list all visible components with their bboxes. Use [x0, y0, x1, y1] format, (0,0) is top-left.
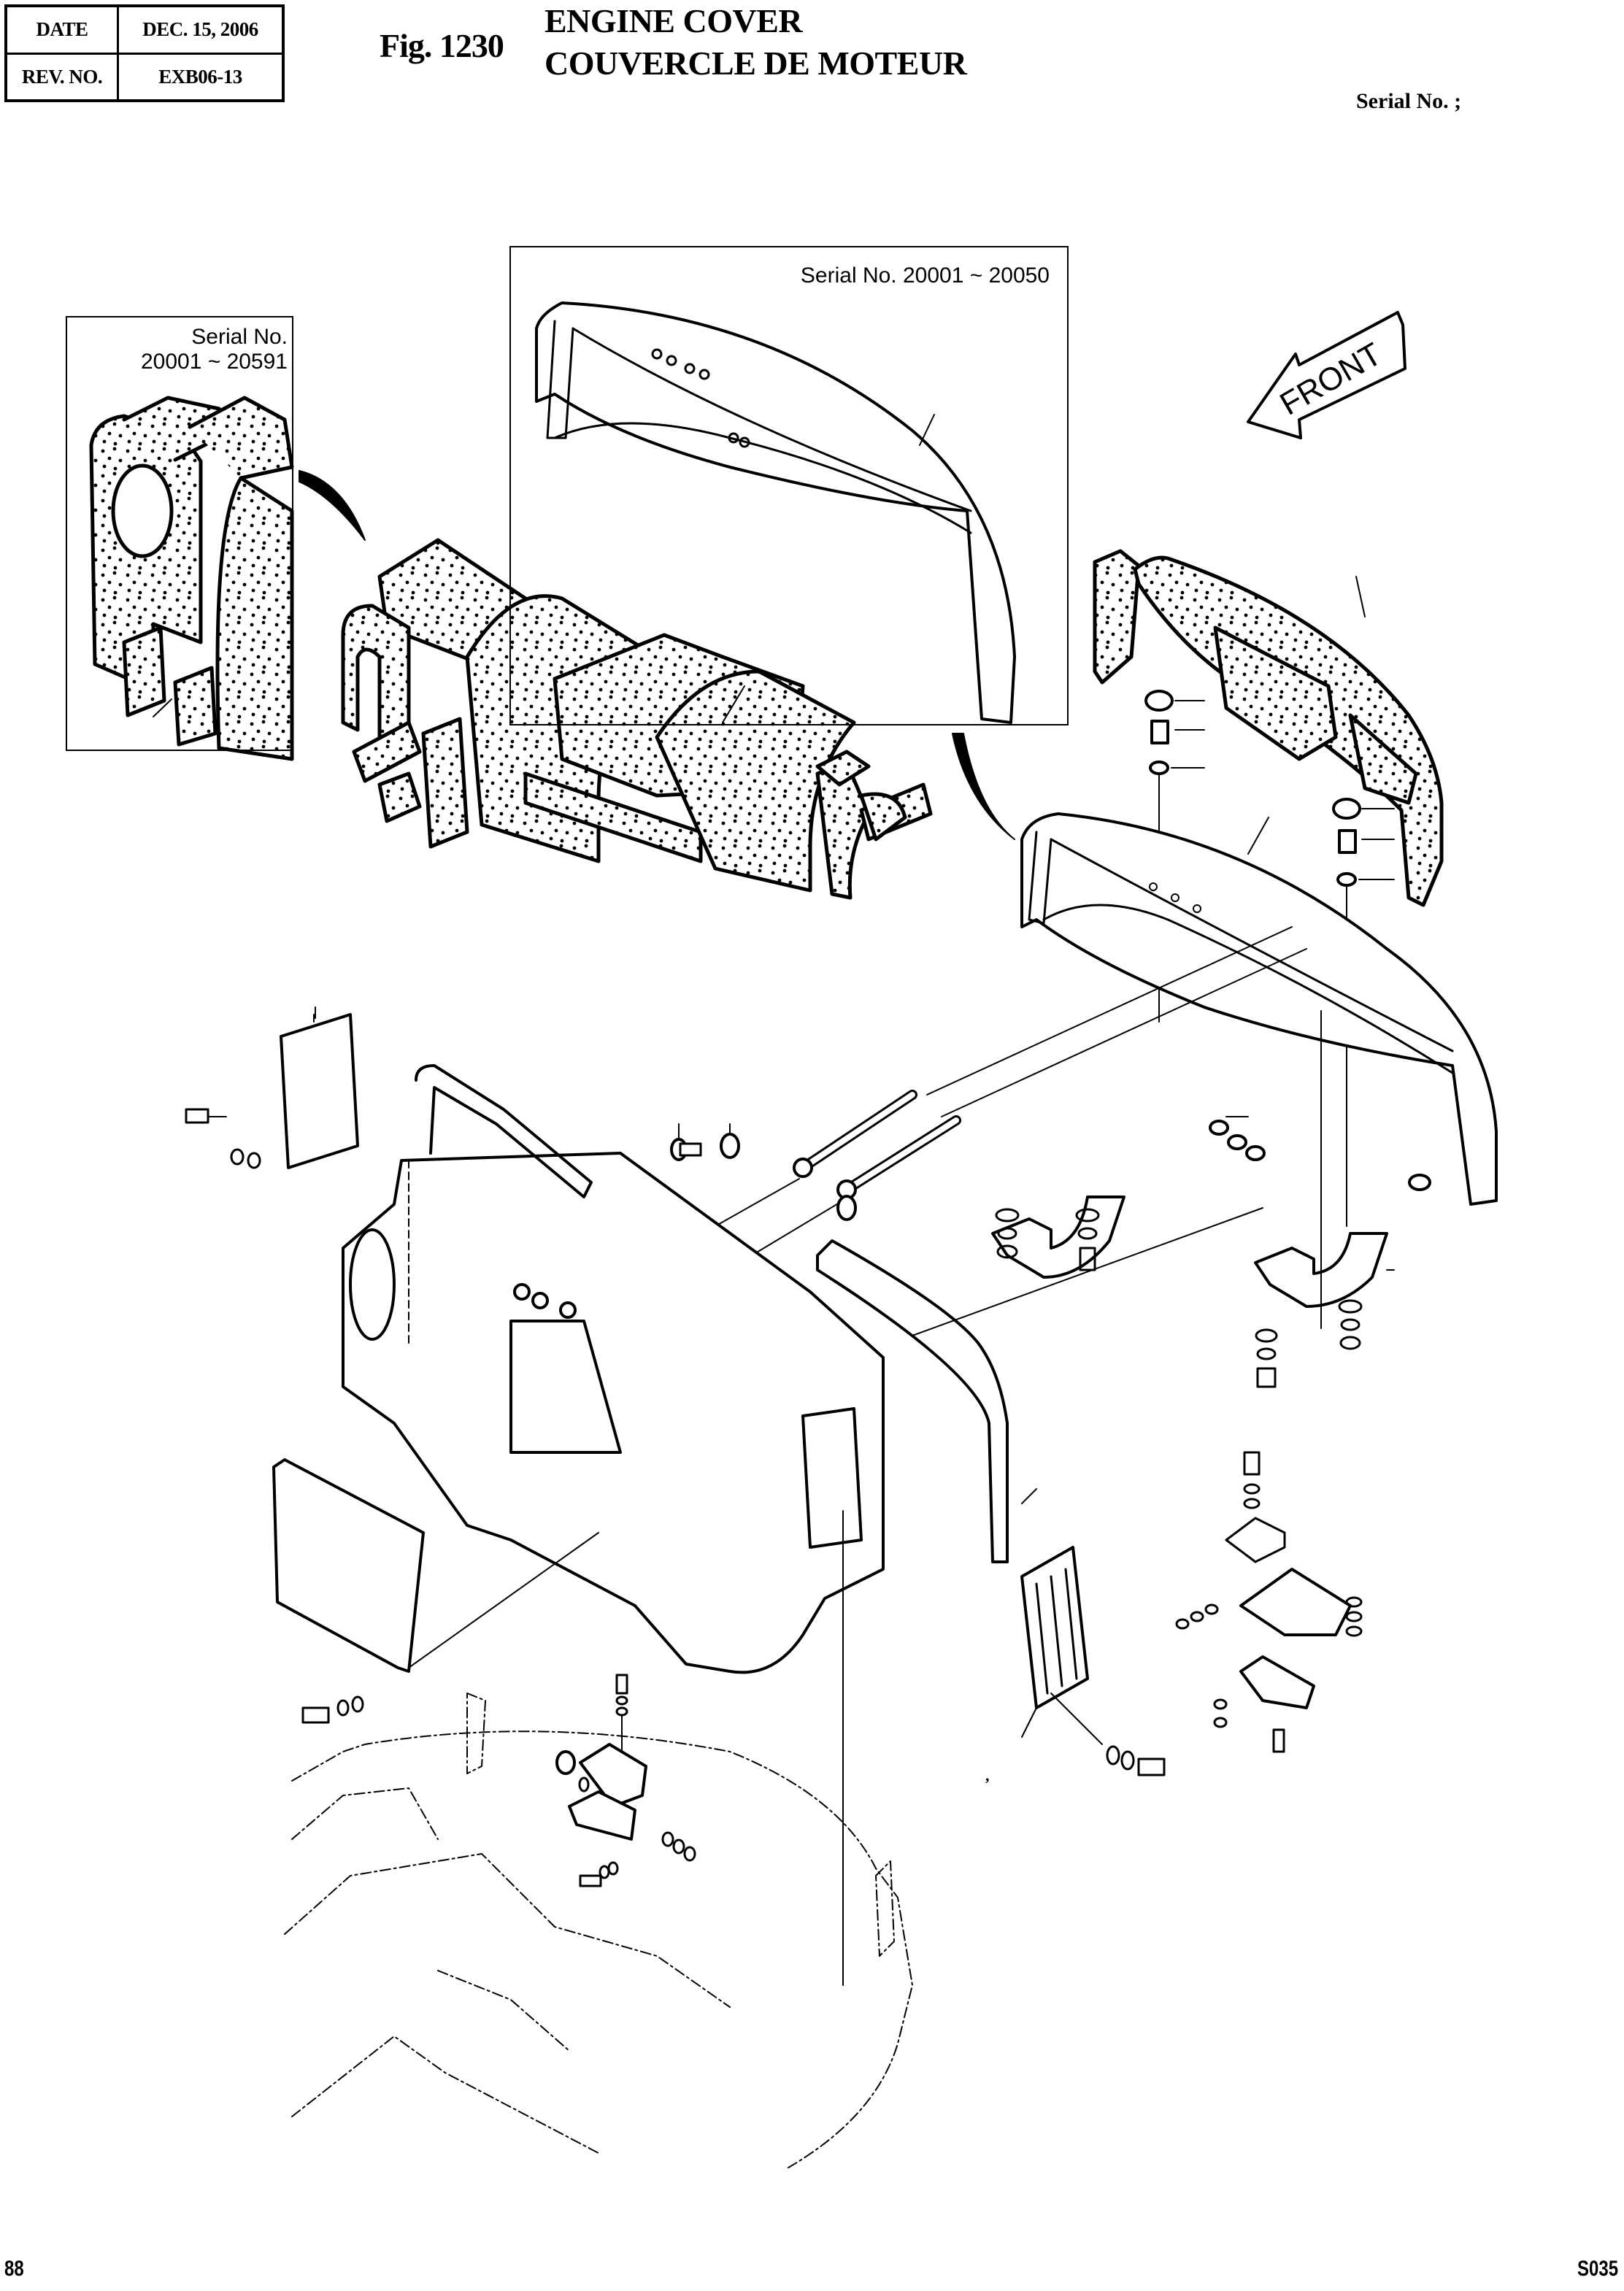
model-code: S035	[1577, 2257, 1618, 2281]
rear-foam-insulation	[1093, 549, 1444, 907]
leader-lines	[842, 1010, 1395, 1986]
serial-number-label: Serial No. ;	[1356, 89, 1462, 113]
louver-grille	[1020, 1546, 1166, 1776]
base-frame-outline	[284, 1693, 913, 2168]
side-cover-plate	[272, 1458, 599, 1724]
inset-serial-line-1: Serial No.	[191, 325, 288, 349]
rear-access-plate	[185, 1006, 359, 1169]
inset-serial-range-label: Serial No. 20001 ~ 20591	[141, 325, 288, 374]
front-direction-arrow	[1247, 311, 1406, 439]
gas-spring-pair	[715, 926, 1307, 1256]
engine-hood	[1020, 812, 1498, 1206]
front-label-svg: FRONT	[1274, 336, 1388, 422]
side-panel-housing	[342, 1152, 885, 1674]
page-title-french: COUVERCLE DE MOTEUR	[544, 45, 967, 82]
date-label: DATE	[4, 4, 119, 55]
revision-info-table: DATE DEC. 15, 2006 REV. NO. EXB06-13	[4, 4, 285, 102]
hinge-bracket-upper	[991, 1195, 1125, 1279]
striker-bracket-set	[555, 1674, 696, 1887]
rev-no-label: REV. NO.	[4, 52, 119, 102]
inset-early-serial-foam: Serial No. 20001 ~ 20591	[66, 316, 293, 751]
callout-arrow-inset-b	[952, 733, 1015, 840]
inset-serial-line-2: 20001 ~ 20591	[140, 350, 288, 374]
date-value: DEC. 15, 2006	[117, 4, 285, 55]
inset-foam-insulation-early	[89, 396, 294, 761]
latch-assembly	[1175, 1451, 1363, 1753]
seal-strip	[415, 1064, 1037, 1563]
figure-number: Fig. 1230	[380, 27, 504, 64]
callout-arrow-inset-a	[299, 470, 366, 541]
inset-hood-serial-label: Serial No. 20001 ~ 20050	[800, 263, 1050, 288]
rev-no-value: EXB06-13	[117, 52, 285, 102]
stray-mark: ,	[985, 1766, 990, 1784]
foam-insulation-set	[341, 538, 933, 900]
front-label: FRONT	[1274, 336, 1388, 422]
page-title-english: ENGINE COVER	[544, 2, 803, 39]
inset-early-serial-hood: Serial No. 20001 ~ 20050	[509, 246, 1069, 725]
page-number: 88	[4, 2257, 24, 2281]
inset-engine-hood-early	[535, 301, 1016, 724]
